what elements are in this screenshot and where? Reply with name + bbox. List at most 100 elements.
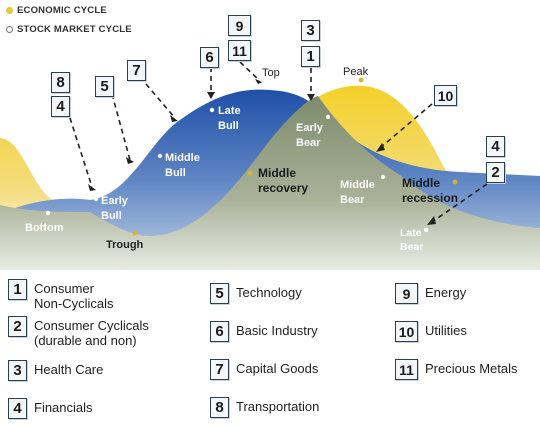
arrow-5 bbox=[111, 93, 131, 161]
marker-6: 6 bbox=[200, 47, 219, 68]
label-late-bull-2: Bull bbox=[218, 120, 239, 132]
point-middle-bear bbox=[380, 174, 386, 180]
arrow-8-4 bbox=[69, 117, 93, 188]
legend-item-8: 8 Transportation bbox=[210, 397, 319, 418]
point-bottom bbox=[45, 210, 51, 216]
arrow-7 bbox=[145, 83, 176, 119]
legend-text: Utilities bbox=[425, 323, 467, 338]
label-middle-recovery-2: recovery bbox=[258, 181, 308, 195]
label-early-bull-2: Bull bbox=[101, 210, 122, 222]
marker-2: 2 bbox=[486, 162, 505, 183]
arrow-10 bbox=[379, 103, 433, 149]
arrowhead-icon bbox=[207, 92, 215, 99]
label-top: Top bbox=[262, 67, 280, 79]
point-late-bull bbox=[209, 107, 215, 113]
legend-text: Consumer Cyclicals (durable and non) bbox=[34, 316, 149, 348]
label-peak: Peak bbox=[343, 66, 369, 78]
cycle-diagram: Top Peak Bottom Trough Early Bull Middle… bbox=[0, 61, 540, 270]
arrowhead-icon bbox=[126, 157, 134, 164]
label-middle-bear-2: Bear bbox=[340, 194, 365, 206]
point-middle-recovery bbox=[247, 170, 253, 176]
legend-item-5: 5 Technology bbox=[210, 283, 302, 304]
legend-item-6: 6 Basic Industry bbox=[210, 321, 318, 342]
legend-item-2: 2 Consumer Cyclicals (durable and non) bbox=[8, 316, 149, 348]
legend-num: 6 bbox=[210, 321, 229, 342]
arrowhead-icon bbox=[427, 216, 436, 225]
legend-line: Consumer Cyclicals bbox=[34, 318, 149, 333]
point-late-bear bbox=[423, 227, 429, 233]
legend-num: 3 bbox=[8, 360, 27, 381]
legend-num: 11 bbox=[395, 359, 418, 380]
legend-economic-label: ECONOMIC CYCLE bbox=[17, 5, 107, 16]
label-middle-recession-1: Middle bbox=[402, 176, 440, 190]
legend-text: Energy bbox=[425, 285, 467, 300]
ground-region bbox=[0, 96, 540, 270]
arrowhead-icon bbox=[170, 115, 178, 122]
legend-item-7: 7 Capital Goods bbox=[210, 359, 318, 380]
arrowhead-icon bbox=[88, 184, 96, 191]
legend-num: 7 bbox=[210, 359, 229, 380]
legend-stock-market-cycle: STOCK MARKET CYCLE bbox=[6, 24, 132, 35]
point-top bbox=[259, 77, 265, 83]
point-trough bbox=[132, 230, 138, 236]
legend-text: Consumer Non-Cyclicals bbox=[34, 279, 113, 311]
legend-item-1: 1 Consumer Non-Cyclicals bbox=[8, 279, 113, 311]
marker-9: 9 bbox=[228, 15, 251, 36]
marker-5: 5 bbox=[95, 76, 114, 97]
arrow-9-11 bbox=[239, 61, 260, 81]
legend-line: Consumer bbox=[34, 281, 94, 296]
label-bottom: Bottom bbox=[25, 222, 64, 234]
yellow-dot-icon bbox=[6, 7, 13, 14]
arrows bbox=[69, 61, 488, 223]
legend-stock-label: STOCK MARKET CYCLE bbox=[17, 24, 132, 35]
label-late-bear-1: Late bbox=[400, 227, 422, 239]
marker-7: 7 bbox=[127, 60, 146, 81]
marker-3: 3 bbox=[301, 20, 320, 41]
stock-points bbox=[45, 77, 429, 233]
legend-num: 10 bbox=[395, 321, 418, 342]
label-middle-bull-1: Middle bbox=[165, 152, 200, 164]
legend-num: 5 bbox=[210, 283, 229, 304]
arrow-4-2 bbox=[431, 183, 488, 223]
legend-num: 9 bbox=[395, 283, 418, 304]
legend-text: Basic Industry bbox=[236, 323, 318, 338]
label-early-bull-1: Early bbox=[101, 195, 129, 207]
label-late-bull-1: Late bbox=[218, 105, 241, 117]
legend-text: Technology bbox=[236, 285, 302, 300]
legend-item-4: 4 Financials bbox=[8, 398, 93, 419]
legend-text: Precious Metals bbox=[425, 361, 518, 376]
marker-4: 4 bbox=[51, 96, 70, 117]
legend-item-3: 3 Health Care bbox=[8, 360, 103, 381]
marker-1: 1 bbox=[301, 46, 320, 67]
legend-line: (durable and non) bbox=[34, 333, 137, 348]
label-middle-recession-2: recession bbox=[402, 191, 458, 205]
legend-text: Transportation bbox=[236, 399, 320, 414]
point-middle-recession bbox=[452, 179, 458, 185]
marker-4-right: 4 bbox=[486, 136, 505, 157]
label-middle-recovery-1: Middle bbox=[258, 166, 296, 180]
legend-num: 4 bbox=[8, 398, 27, 419]
legend-item-10: 10 Utilities bbox=[395, 321, 467, 342]
point-early-bear bbox=[325, 114, 331, 120]
label-middle-bear-1: Middle bbox=[340, 179, 375, 191]
legend-line: Non-Cyclicals bbox=[34, 296, 114, 311]
arrowhead-icon bbox=[255, 79, 263, 84]
arrowhead-icon bbox=[307, 94, 315, 101]
label-middle-bull-2: Bull bbox=[165, 167, 186, 179]
legend-text: Capital Goods bbox=[236, 361, 319, 376]
legend-economic-cycle: ECONOMIC CYCLE bbox=[6, 5, 107, 16]
point-middle-bull bbox=[157, 153, 163, 159]
marker-8: 8 bbox=[51, 72, 70, 93]
economy-points bbox=[132, 77, 458, 236]
hollow-dot-icon bbox=[6, 26, 13, 33]
legend-item-11: 11 Precious Metals bbox=[395, 359, 517, 380]
point-early-bull bbox=[93, 196, 99, 202]
legend-num: 2 bbox=[8, 316, 27, 337]
legend-num: 8 bbox=[210, 397, 229, 418]
legend-num: 1 bbox=[8, 279, 27, 300]
label-trough: Trough bbox=[106, 239, 144, 251]
arrowheads bbox=[88, 79, 436, 225]
point-peak bbox=[358, 77, 364, 83]
marker-10: 10 bbox=[434, 85, 457, 106]
arrowhead-icon bbox=[376, 143, 385, 152]
